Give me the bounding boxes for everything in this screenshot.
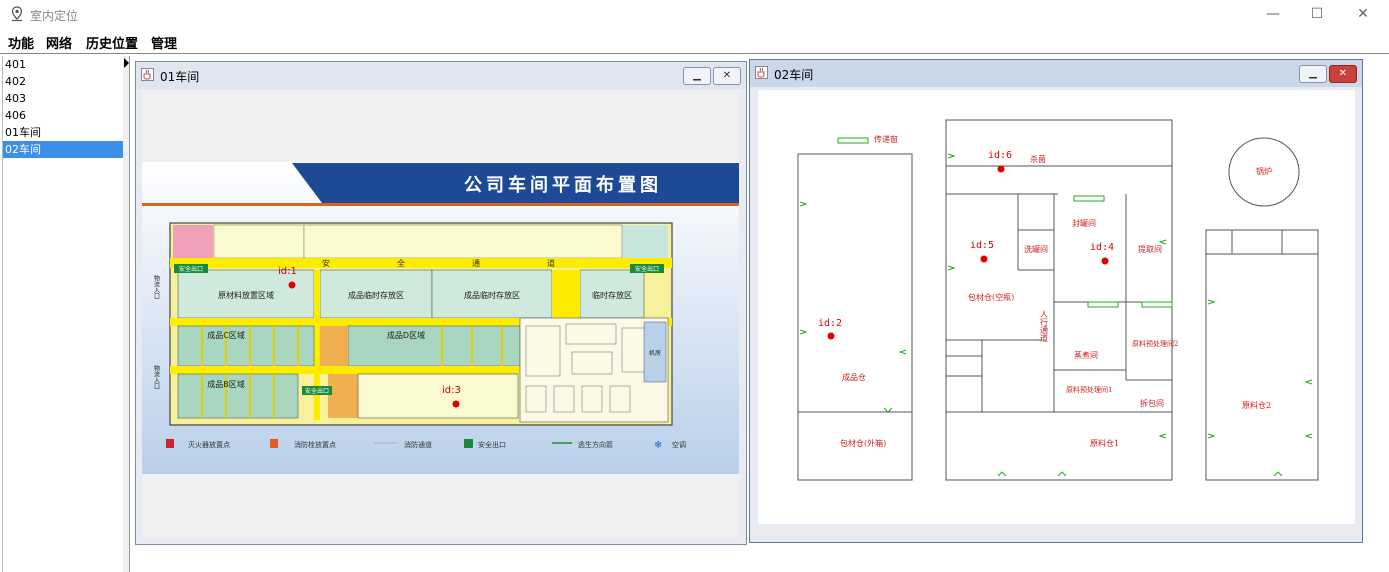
position-marker-3[interactable]	[452, 400, 460, 408]
marker-label: id:2	[818, 318, 842, 329]
floor-plan-01: 公司车间平面布置图 安 全 通 道	[142, 90, 739, 538]
frame-minimize-button[interactable]: ▁	[683, 67, 711, 85]
room-label: 原料仓2	[1242, 400, 1271, 410]
zone-label: 成品临时存放区	[464, 290, 520, 300]
room-label: 封罐间	[1072, 218, 1096, 228]
office-note: 机房	[649, 349, 661, 357]
zone-label: 成品D区域	[387, 330, 425, 340]
frame-title: 01车间	[160, 70, 200, 84]
splitter[interactable]	[123, 56, 130, 572]
marker-label: id:6	[988, 150, 1012, 161]
corridor-char: 道	[547, 258, 555, 268]
frame-close-button[interactable]: ✕	[713, 67, 741, 85]
menu-network[interactable]: 网络	[46, 37, 73, 52]
snowflake-icon: ❄	[654, 440, 662, 451]
corridor-char: 通	[472, 258, 480, 268]
title-bar: 室内定位 — ☐ ✕	[0, 0, 1389, 30]
position-marker-2[interactable]	[827, 332, 835, 340]
menu-history-location[interactable]: 历史位置	[86, 37, 139, 52]
minimize-button[interactable]: —	[1266, 6, 1280, 22]
corridor-char: 全	[397, 258, 405, 268]
marker-label: id:5	[970, 240, 994, 251]
position-marker-4[interactable]	[1101, 257, 1109, 265]
room-label: 蒸煮间	[1074, 350, 1098, 360]
frame-close-button[interactable]: ✕	[1329, 65, 1357, 83]
marker-label: id:1	[278, 266, 297, 277]
position-marker-5[interactable]	[980, 255, 988, 263]
zone-label: 成品C区域	[207, 330, 245, 340]
legend-text: 灭火器放置点	[188, 440, 230, 449]
frame-title-bar[interactable]: 02车间 ▁ ✕	[750, 60, 1362, 87]
list-item-402[interactable]: 402	[5, 75, 26, 88]
list-item-406[interactable]: 406	[5, 109, 26, 122]
exit-label: 安全出口	[179, 265, 203, 273]
room-label: 杀菌	[1030, 154, 1046, 164]
room-label: 锅炉	[1256, 166, 1272, 176]
floor-plan-02-svg: 传递窗 成品仓 包材仓(外箱) 杀菌 包材仓(空瓶) 洗罐间 封罐间 提取间 蒸…	[797, 119, 1319, 481]
legend-text: 逃生方向箭	[578, 440, 613, 449]
frame-minimize-button[interactable]: ▁	[1299, 65, 1327, 83]
internal-frame-workshop-02: 02车间 ▁ ✕	[749, 59, 1363, 543]
room-label: 成品仓	[842, 372, 866, 382]
internal-frame-workshop-01: 01车间 ▁ ✕ 公司车间平面布置图	[135, 61, 747, 545]
room-label: 传递窗	[874, 134, 898, 144]
list-item-401[interactable]: 401	[5, 58, 26, 71]
menu-bar: 功能 网络 历史位置 管理	[0, 31, 1389, 54]
room-label: 包材仓(外箱)	[840, 438, 886, 448]
desktop-pane: 01车间 ▁ ✕ 公司车间平面布置图	[130, 56, 1389, 572]
side-entrance-label: 物流入口	[153, 364, 160, 390]
room-label: 原料预处理间2	[1132, 339, 1178, 348]
location-pin-icon	[11, 6, 23, 22]
zone-label: 原材料放置区域	[218, 290, 274, 300]
position-marker-6[interactable]	[997, 165, 1005, 173]
floor-plan-02: 传递窗 成品仓 包材仓(外箱) 杀菌 包材仓(空瓶) 洗罐间 封罐间 提取间 蒸…	[758, 90, 1355, 524]
room-label: 包材仓(空瓶)	[968, 292, 1014, 302]
list-item-403[interactable]: 403	[5, 92, 26, 105]
room-label: 拆包间	[1140, 398, 1164, 408]
legend-text: 安全出口	[478, 440, 506, 449]
room-labels: 传递窗 成品仓 包材仓(外箱) 杀菌 包材仓(空瓶) 洗罐间 封罐间 提取间 蒸…	[840, 134, 1272, 448]
menu-manage[interactable]: 管理	[151, 37, 178, 52]
room-label: 提取间	[1138, 244, 1162, 254]
list-item-workshop-01[interactable]: 01车间	[5, 126, 41, 139]
room-label: 洗罐间	[1024, 244, 1048, 254]
banner	[292, 163, 739, 203]
list-item-workshop-02[interactable]: 02车间	[3, 141, 124, 158]
legend-text: 空调	[672, 440, 686, 449]
collapse-arrow-icon[interactable]	[124, 58, 129, 68]
app-title: 室内定位	[30, 9, 79, 23]
marker-label: id:4	[1090, 242, 1114, 253]
map-legend: 灭火器放置点 消防栓放置点 消防通道 安全出口 逃生方向箭 ❄ 空调	[166, 439, 686, 451]
position-marker-1[interactable]	[288, 281, 296, 289]
location-list: 401 402 403 406 01车间 02车间	[2, 56, 125, 572]
menu-function[interactable]: 功能	[8, 37, 35, 52]
room-label: 原料预处理间1	[1066, 385, 1112, 394]
legend-text: 消防通道	[404, 440, 432, 449]
zone-label: 成品B区域	[207, 379, 245, 389]
corridor-label: 人行通道	[1040, 310, 1049, 343]
frame-title: 02车间	[774, 68, 814, 82]
room-label: 原料仓1	[1090, 438, 1119, 448]
zone-label: 成品临时存放区	[348, 290, 404, 300]
frame-title-bar[interactable]: 01车间 ▁ ✕	[136, 62, 746, 89]
office-area	[519, 317, 669, 423]
banner-title: 公司车间平面布置图	[464, 174, 662, 196]
java-cup-icon	[755, 66, 768, 79]
maximize-button[interactable]: ☐	[1310, 6, 1324, 22]
close-button[interactable]: ✕	[1357, 6, 1369, 22]
floor-plan-01-svg: 公司车间平面布置图 安 全 通 道	[142, 162, 739, 474]
corridor-char: 安	[322, 258, 330, 268]
marker-label: id:3	[442, 385, 461, 396]
zone-label: 临时存放区	[592, 290, 632, 300]
exit-label: 安全出口	[305, 387, 329, 395]
exit-label: 安全出口	[635, 265, 659, 273]
java-cup-icon	[141, 68, 154, 81]
legend-text: 消防栓放置点	[294, 440, 336, 449]
side-entrance-label: 物流入口	[153, 274, 160, 300]
